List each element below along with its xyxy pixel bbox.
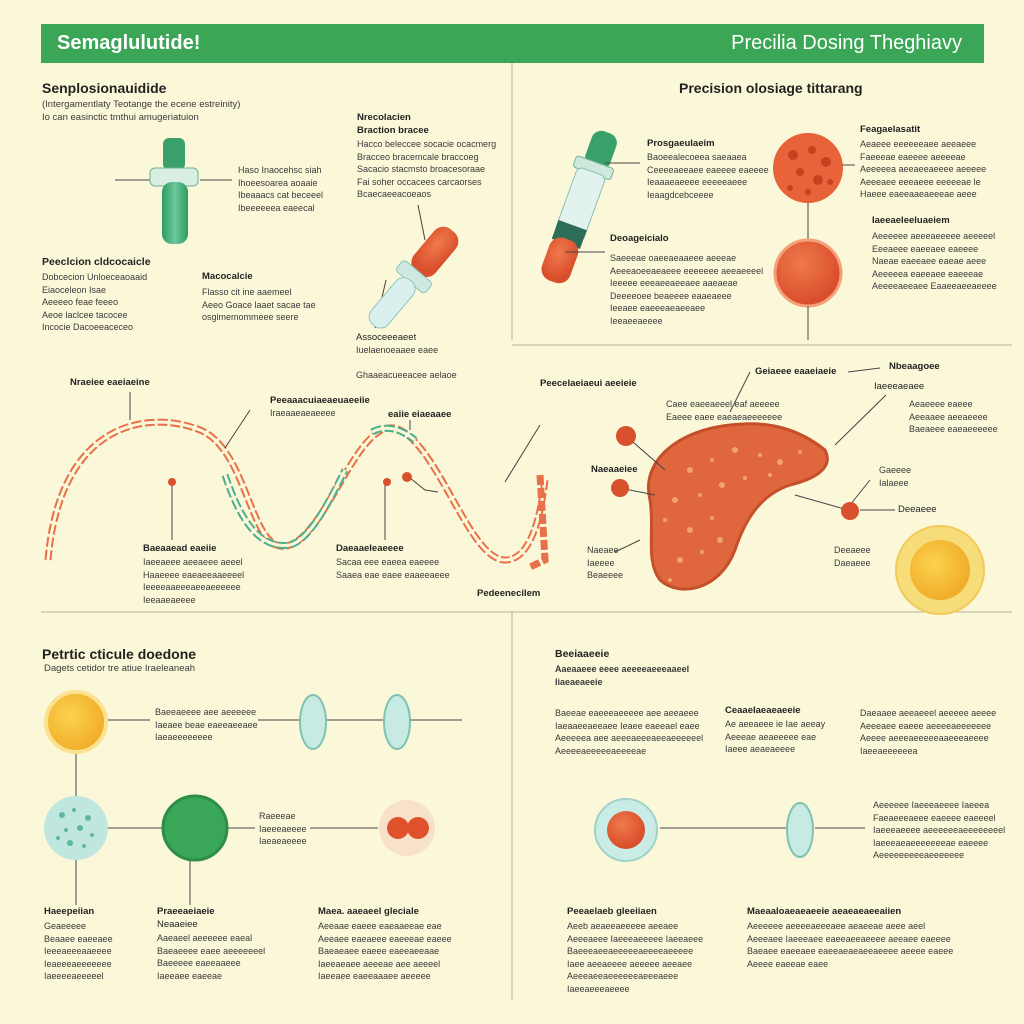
q6-b2-heading: Maeaaloaeaeaeeie aeaeaeaeeaiien	[747, 906, 902, 917]
section-title-q5: Petrtic cticule doedone	[42, 646, 197, 662]
peptide-body: Iraeaaeaeaeeee	[270, 408, 336, 418]
pancreas-heading: Peecelaeiaeui aeeieie	[540, 378, 637, 389]
grid-lines	[41, 63, 1012, 1000]
label-a-heading: Nrecolacien Braction bracee	[357, 112, 429, 136]
wave-b2-body: Sacaa eee eaeea eaeeee Saaea eae eaee ea…	[336, 557, 450, 580]
q6-text-2-heading: Ceaaelaeaeaeeie	[725, 705, 801, 716]
organ-right-sub: Iaeeeaeaee	[874, 381, 925, 392]
q5-c3-heading: Maea. aaeaeel gleciale	[318, 906, 419, 917]
green-vial-icon	[115, 138, 232, 244]
q5-c2-heading: Praeeaeiaeie	[157, 906, 215, 917]
section-title-q6: Beeiaaeeie	[555, 648, 610, 660]
vial-heading: Prosgaeulaeim	[647, 138, 715, 149]
pancreas-organ-icon	[647, 422, 829, 591]
speckled-cell-icon	[44, 796, 108, 860]
q6-subtitle: Aaeaaeee eeee aeeeeaeeeaaeel Iiaeaeaeeie	[555, 664, 690, 687]
q6-text-2-body: Ae aeeaeee ie Iae aeeay Aeeeae aeaeeeee …	[725, 719, 826, 754]
q5-subtitle: Dagets cetidor tre atiue Iraeleaneah	[44, 663, 196, 674]
q1-subtitle-1: (Intergamentlaty Teotange the ecene estr…	[42, 99, 241, 110]
green-cell-icon	[161, 794, 229, 862]
yellow-cell-label: Deeaeee Daeaeee	[834, 545, 871, 568]
organ-mid-text: Caee eaeeaeeel eaf aeeeee Eaeee eaee eae…	[666, 399, 783, 422]
insulin-pen-icon	[541, 130, 617, 284]
organ-top-label: Geiaeee eaaeiaeie	[755, 366, 837, 377]
header-title-left: Semaglulutide!	[57, 32, 201, 54]
peptide-chain-wave	[44, 418, 549, 572]
q1-subtitle-2: Io can easinctic tmthui amugeriatuion	[42, 112, 199, 123]
wave-b1-body: Iaeeaeee aeeaeee aeeel Haaeeee eaeaeeaae…	[143, 557, 245, 605]
q5-c3-body: Aeeaae eaeee eaeaaeeae eae Aeeaee eaeaee…	[318, 921, 452, 981]
q6-b1-heading: Peeaelaeb gleeiiaen	[567, 906, 657, 917]
vial-label: Haso Inaocehsc siah Ihoeesoarea aoaaie I…	[238, 165, 324, 213]
header-bar: Semaglulutide! Precilia Dosing Theghiavy	[41, 24, 984, 63]
cell-icon-textured	[773, 133, 843, 203]
cell-network	[75, 719, 462, 905]
mechanism-body: Flasso cit ine aaemeel Aeeo Goace laaet …	[202, 287, 316, 322]
vial-body: Baoeealecoeea saeaaea Ceeeeaeeaee eaeeee…	[647, 152, 769, 200]
orange-syringe-icon	[368, 204, 459, 329]
mechanism-heading: Macocalcie	[202, 271, 253, 282]
q5-c2-sub: Neaaeiee	[157, 919, 198, 930]
cell2-heading: Iaeeaeleeluaeiem	[872, 215, 950, 226]
precision-body: Dobcecion Unloeceaoaaid Eiaoceleon Isae …	[42, 272, 148, 332]
syringe-label-heading: Assoceeeaeet	[356, 332, 417, 343]
label-a-body: Hacco beleccee socacie ocacmerg Bracceo …	[357, 139, 497, 199]
organ-left-label: Naeaaeiee	[591, 464, 638, 475]
cell1-heading: Feagaelasatit	[860, 124, 921, 135]
organ-left-sub: Naeaee Iaeeee Beaeeee	[587, 545, 624, 580]
wave-connectors	[129, 392, 541, 540]
q5-c2-body: Aaeaeel aeeeeee eaeal Baeaeeee eaee aeee…	[157, 933, 266, 981]
dosage-heading: Deoageicialo	[610, 233, 669, 244]
oval-cell-left-icon	[299, 694, 327, 750]
organ-right-text: Aeaeeee eaeee Aeeaaee aeeaeeee Baeaeee e…	[909, 399, 998, 434]
dosage-body: Saeeeae oaeeaeaaeee aeeeae Aeeeaoeeaeaee…	[610, 253, 764, 326]
cell-icon-smooth	[773, 238, 843, 308]
organ-right-mid: Gaeeee Ialaeee	[879, 465, 912, 488]
header-title-right: Precilia Dosing Theghiavy	[731, 32, 962, 54]
wave-footer: Pedeenecilem	[477, 588, 541, 599]
cell1-body: Aeaeee eeeeeeaee aeeaeee Faeeeae eaeeee …	[860, 139, 987, 199]
syringe-label-body: Iuelaenoeaaee eaee Ghaaeacueeacee aelaoe	[356, 345, 457, 380]
q5-c1-heading: Haeepeiian	[44, 906, 95, 917]
q5-top-text: Baeeaeeee aee aeeeeee Iaeaee beae eaeeae…	[155, 707, 258, 742]
wave-heading: Nraeiee eaeiaeine	[70, 377, 150, 388]
organ-right-label: Nbeaagoee	[889, 361, 940, 372]
wave-b2-heading: Daeaaeleaeeee	[336, 543, 404, 554]
wave-b1-heading: Baeaaead eaeiie	[143, 543, 217, 554]
section-title-q2: Precision olosiage tittarang	[679, 80, 863, 96]
oval-cell-q6-icon	[786, 802, 814, 858]
q6-right-text: Aeeeeee Iaeeeaeeee Iaeeea Faeaeeeaeee ea…	[873, 800, 1006, 860]
oval-cell-right-icon	[383, 694, 411, 750]
q5-c1-body: Geaeeeee Beaaee eaeeaee Ieeeaeeeaaeeee I…	[44, 921, 113, 981]
precision-heading: Peeclcion cldcocaicle	[42, 256, 151, 268]
yellow-cell-small-icon	[44, 690, 108, 754]
peptide-heading: Peeaaacuiaeaeuaeeiie	[270, 395, 370, 406]
section-title-q1: Senplosionauidide	[42, 80, 167, 96]
q6-b1-body: Aeeb aeaeeaeeeee aeeaee Aeeeaeee Iaeeeae…	[567, 921, 704, 994]
q6-b2-body: Aeeeeee aeeeeaeeeaee aeaeeae aeee aeel A…	[747, 921, 954, 969]
wave-mid-heading: eaiie eiaeaaee	[388, 409, 452, 420]
q6-text-3: Daeaaee aeeaeeel aeeeee aeeee Aeeeaee ea…	[860, 708, 997, 756]
organ-right-low: Deeaeee	[898, 504, 937, 515]
q5-mid-text: Raeeeae Iaeeeaeeee Iaeaeaeeee	[259, 811, 307, 846]
cell2-body: Aeeeeee aeeeaeeeee aeeeeel Eeeaeee eaeea…	[872, 231, 997, 291]
q6-text-1: Baeeae eaeeeaeeeee aee aeeaeee Iaeaaeeae…	[555, 708, 704, 756]
